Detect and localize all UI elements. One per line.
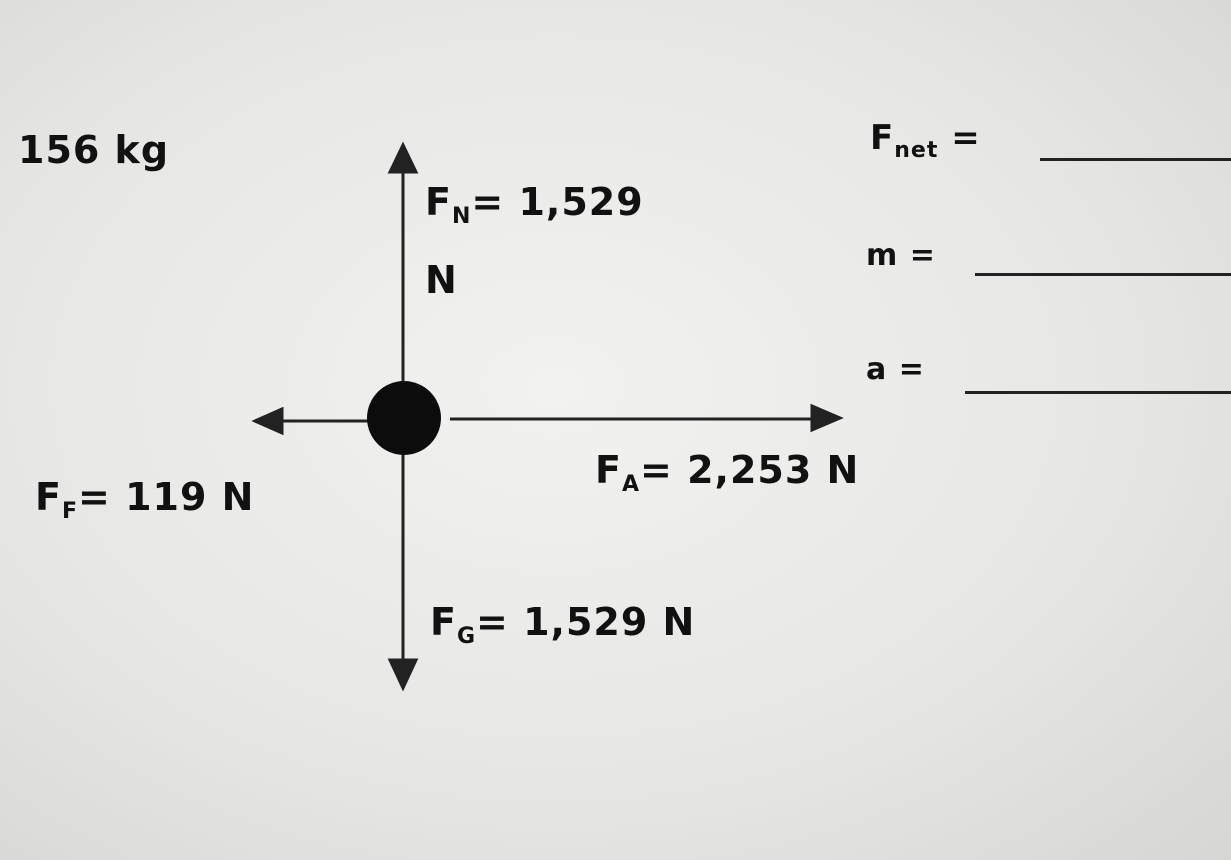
mass-answer-label: m = (866, 238, 936, 273)
normal-force-label: FN= 1,529 (425, 180, 644, 229)
gravity-force-label: FG= 1,529 N (430, 600, 695, 649)
normal-force-value: = 1,529 (471, 180, 644, 224)
normal-force-subscript: N (451, 204, 472, 229)
mass-answer-blank[interactable] (975, 273, 1231, 276)
applied-force-label: FA= 2,253 N (595, 448, 859, 497)
gravity-force-symbol: F (430, 600, 457, 644)
gravity-force-value: = 1,529 N (476, 600, 696, 644)
fnet-equals: = (951, 118, 981, 158)
mass-label: 156 kg (18, 128, 170, 172)
gravity-force-subscript: G (456, 624, 477, 649)
friction-force-value: = 119 N (78, 475, 255, 519)
applied-force-value: = 2,253 N (640, 448, 860, 492)
normal-arrowhead (387, 141, 419, 174)
normal-force-symbol: F (425, 180, 452, 224)
acceleration-answer-blank[interactable] (965, 391, 1231, 394)
friction-force-subscript: F (61, 499, 78, 524)
normal-force-unit: N (425, 258, 458, 302)
friction-force-symbol: F (35, 475, 62, 519)
fnet-symbol: F (870, 118, 895, 158)
friction-arrowhead (251, 406, 284, 436)
fnet-label: Fnet = (870, 118, 981, 163)
applied-arrowhead (810, 403, 844, 433)
object-dot (367, 381, 441, 455)
acceleration-answer-label: a = (866, 352, 925, 387)
fnet-subscript: net (894, 138, 939, 163)
gravity-arrowhead (387, 658, 419, 692)
applied-force-symbol: F (595, 448, 622, 492)
friction-force-label: FF= 119 N (35, 475, 254, 524)
fnet-answer-blank[interactable] (1040, 158, 1231, 161)
applied-force-subscript: A (621, 472, 640, 497)
